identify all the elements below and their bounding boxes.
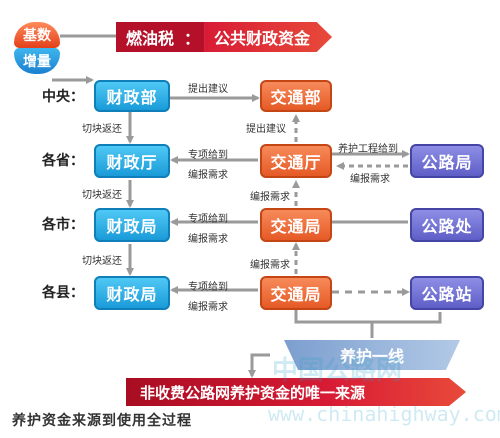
finance-county: 财政局 [94,276,170,310]
finance-city: 财政局 [94,208,170,242]
bottom-banner-text: 非收费公路网养护资金的唯一来源 [140,383,366,402]
label-demand-county: 编报需求 [188,302,228,313]
label-return-3: 切块返还 [82,256,122,267]
label-up-demand-2: 编报需求 [250,260,290,271]
transport-to-maint [294,310,374,338]
caption: 养护资金来源到使用全过程 [12,413,192,429]
label-return-2: 切块返还 [82,190,122,201]
label-maint-demand: 编报需求 [350,174,390,185]
level-city: 各市： [42,217,84,233]
base-increment-icon: 基数 增量 [14,22,60,74]
label-grant-county: 专项给到 [188,282,228,293]
transport-central: 交通部 [260,80,332,112]
header-banner: 燃油税 ： 公共财政资金 [116,22,333,52]
label-grant-city: 专项给到 [188,214,228,225]
label-suggest-up: 提出建议 [246,124,286,135]
label-maint-grant: 养护工程给到 [338,144,398,155]
header-left: 燃油税 [116,22,185,52]
highway-city: 公路处 [410,208,484,242]
icon-top-label: 基数 [14,22,60,48]
finance-central: 财政部 [94,80,170,112]
watermark-url: www.chinahighway.com [268,402,500,426]
level-county: 各县： [42,285,84,301]
maint-to-banner [248,353,270,378]
finance-province: 财政厅 [94,144,170,178]
icon-bottom-label: 增量 [14,48,60,74]
label-demand-city: 编报需求 [188,234,228,245]
label-return-1: 切块返还 [82,124,122,135]
maintenance-banner: 养护一线 [284,340,460,370]
label-suggest-central: 提出建议 [188,84,228,95]
header-right: 公共财政资金 [204,22,333,52]
highway-county: 公路站 [410,276,484,310]
highway-province: 公路局 [410,144,484,178]
level-province: 各省： [42,153,84,169]
label-grant-province: 专项给到 [188,150,228,161]
transport-city: 交通局 [260,208,332,242]
watermark-cn: 中国公路网 [272,356,403,386]
bottom-banner: 非收费公路网养护资金的唯一来源 [126,378,466,406]
transport-county: 交通局 [260,276,332,310]
transport-province: 交通厅 [260,144,332,178]
level-central: 中央： [42,89,84,105]
maintenance-label: 养护一线 [339,347,404,366]
label-up-demand-1: 编报需求 [250,192,290,203]
label-demand-province: 编报需求 [188,170,228,181]
highway-to-maint [372,312,442,324]
